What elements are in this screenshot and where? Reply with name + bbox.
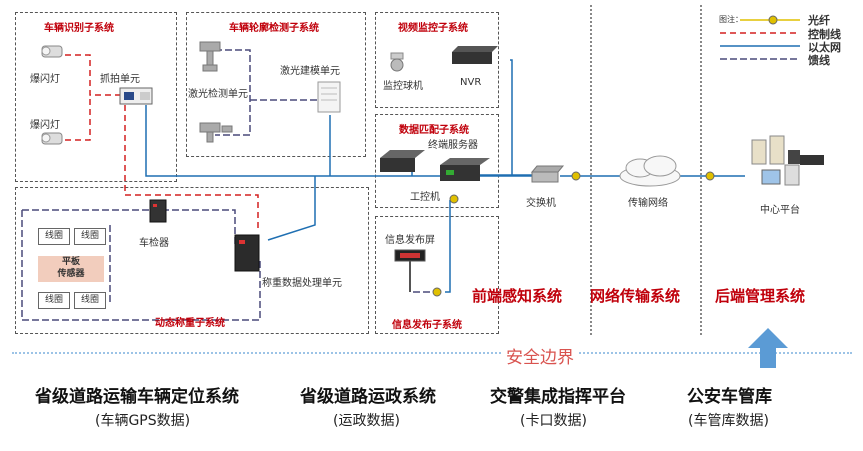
laser-detector-icon-2: [199, 122, 233, 143]
coil-1: 线圈: [38, 228, 70, 245]
center-platform-icon: [751, 135, 824, 186]
nvr-icon: [452, 46, 498, 64]
security-boundary-label: 安全边界: [503, 343, 577, 368]
vehicle-detector-label: 车检器: [139, 238, 169, 249]
laser-model-cabinet-icon: [317, 81, 341, 113]
legend-feeder: 馈线: [808, 54, 830, 67]
flash-lamp-icon-1: [41, 45, 63, 58]
dome-camera-icon: [390, 52, 404, 72]
front-section-title: 前端感知系统: [472, 287, 563, 305]
info-screen-icon: [394, 249, 426, 292]
coil-4: 线圈: [74, 292, 106, 309]
laser-model-label: 激光建模单元: [280, 66, 340, 77]
flash-lamp-icon-2: [41, 132, 63, 145]
network-label: 传输网络: [628, 198, 668, 209]
info-release-title: 信息发布子系统: [392, 320, 462, 331]
platform-name-traffic-police: 交警集成指挥平台: [490, 387, 626, 407]
switch-label: 交换机: [526, 198, 556, 209]
center-label: 中心平台: [760, 205, 800, 216]
legend-title: 图注：: [719, 15, 743, 24]
platform-name-transport: 省级道路运政系统: [300, 387, 436, 407]
up-arrow-icon: [748, 328, 788, 368]
platform-data-vehicle-registry: (车管库数据): [688, 413, 769, 429]
platform-data-gps: (车辆GPS数据): [95, 413, 191, 429]
matching-title: 数据匹配子系统: [399, 125, 469, 136]
platform-name-vehicle-registry: 公安车管库: [687, 387, 772, 407]
flash-lamp-label-2: 爆闪灯: [30, 120, 60, 131]
vehicle-id-title: 车辆识别子系统: [44, 23, 114, 34]
fiber-connectors: [432, 171, 715, 297]
weighing-title: 动态称重子系统: [155, 318, 225, 329]
weigh-processor-icon: [234, 234, 260, 272]
info-release-subsystem-box: [375, 216, 499, 334]
network-cloud-icon: [619, 155, 681, 187]
capture-camera-icon: [119, 87, 153, 105]
vehicle-id-subsystem-box: [15, 12, 177, 182]
terminal-server-icon: [440, 158, 490, 181]
coil-2: 线圈: [74, 228, 106, 245]
nvr-label: NVR: [460, 77, 482, 88]
switch-icon: [530, 165, 565, 183]
laser-detector-icon-1: [199, 41, 221, 72]
laser-detect-label: 激光检测单元: [188, 89, 248, 100]
ipc-label: 工控机: [410, 192, 440, 203]
video-subsystem-box: [375, 12, 499, 108]
legend-fiber: 光纤: [808, 14, 830, 27]
matching-subsystem-box: [375, 114, 499, 208]
ipc-icon: [380, 150, 425, 172]
legend-ethernet: 以太网: [808, 41, 841, 54]
info-screen-label: 信息发布屏: [385, 235, 435, 246]
separator-line-1: [590, 5, 592, 335]
weighing-subsystem-box: [15, 187, 369, 334]
legend-control: 控制线: [808, 28, 841, 41]
security-boundary-line: [12, 352, 852, 354]
platform-data-traffic-police: (卡口数据): [520, 413, 587, 429]
separator-line-2: [700, 5, 702, 335]
dome-camera-label: 监控球机: [383, 81, 423, 92]
platform-name-gps: 省级道路运输车辆定位系统: [35, 387, 239, 407]
capture-unit-label: 抓拍单元: [100, 74, 140, 85]
weigh-unit-label: 称重数据处理单元: [262, 278, 342, 289]
plate-sensor: 平板 传感器: [38, 256, 104, 282]
backend-section-title: 后端管理系统: [715, 287, 806, 305]
flash-lamp-label-1: 爆闪灯: [30, 74, 60, 85]
video-title: 视频监控子系统: [398, 23, 468, 34]
vehicle-detector-icon: [149, 199, 167, 223]
network-section-title: 网络传输系统: [590, 287, 681, 305]
control-lines: [65, 54, 259, 232]
legend-lines: [720, 15, 800, 60]
coil-3: 线圈: [38, 292, 70, 309]
contour-subsystem-box: [186, 12, 366, 157]
terminal-server-label: 终端服务器: [428, 140, 478, 151]
contour-title: 车辆轮廓检测子系统: [229, 23, 319, 34]
platform-data-transport: (运政数据): [333, 413, 400, 429]
